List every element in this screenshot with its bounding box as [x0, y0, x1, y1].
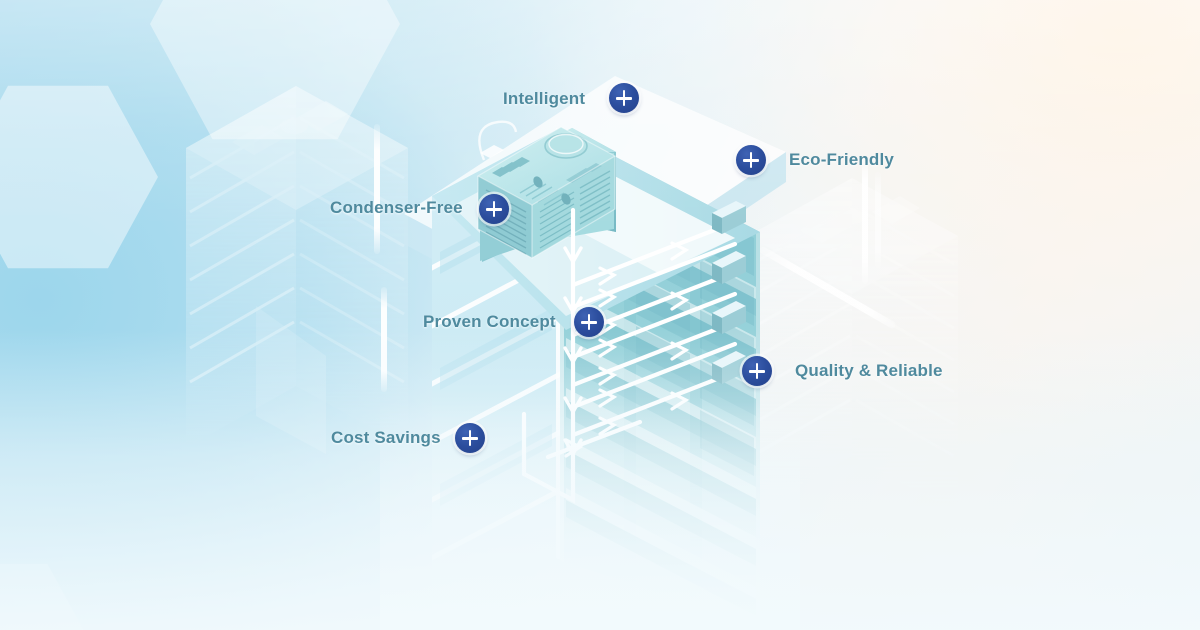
plus-icon-cost-savings[interactable] [455, 423, 485, 453]
plus-icon-eco-friendly[interactable] [736, 145, 766, 175]
hotspot-label-quality-reliable: Quality & Reliable [795, 361, 943, 380]
top-vent-blocks [566, 163, 602, 183]
right-face-louvers-b [579, 170, 611, 225]
pipe-fitting [480, 145, 504, 158]
plus-icon-proven-concept[interactable] [574, 307, 604, 337]
sensor-port-2 [561, 193, 571, 205]
hotspot-label-condenser-free: Condenser-Free [330, 198, 463, 217]
control-panel [492, 157, 530, 177]
sensor-port-1 [533, 176, 543, 188]
hotspot-label-cost-savings: Cost Savings [331, 428, 441, 447]
hotspot-label-proven-concept: Proven Concept [423, 312, 556, 331]
light-rod-3 [862, 156, 868, 284]
refrigerant-pipe [478, 120, 518, 161]
plus-icon-intelligent[interactable] [609, 83, 639, 113]
hotspot-label-intelligent: Intelligent [503, 89, 586, 108]
plus-icon-quality-reliable[interactable] [742, 356, 772, 386]
plus-icon-condenser-free[interactable] [479, 194, 509, 224]
light-rod-4 [875, 172, 881, 268]
hotspot-label-eco-friendly: Eco-Friendly [789, 150, 895, 169]
light-rod-1 [374, 124, 380, 254]
bottom-light-wash [0, 330, 1200, 630]
top-light-wash [0, 0, 1200, 230]
